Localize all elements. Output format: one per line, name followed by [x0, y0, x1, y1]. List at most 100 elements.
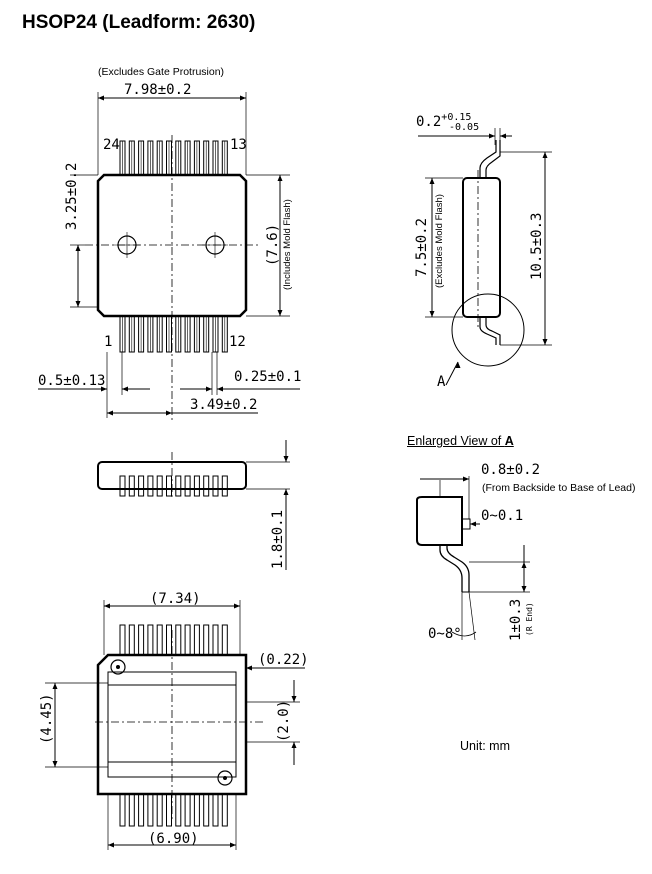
lead-thickness-minus: -0.05	[449, 122, 480, 133]
arrowhead	[283, 456, 289, 462]
bottom-view-bottom-lead	[156, 793, 163, 827]
side-lead-bot	[479, 317, 497, 345]
bottom-view-bottom-lead	[184, 793, 191, 827]
enlarged-view-title: Enlarged View of A	[407, 434, 514, 448]
arrowhead	[52, 683, 58, 689]
lead-length-dim: 1±0.3	[508, 598, 524, 641]
enlarged-lead-a	[439, 545, 463, 592]
body-76-dim: (7.6)	[265, 223, 281, 266]
arrowhead	[470, 521, 476, 527]
front-lead	[166, 475, 172, 497]
total-width-dim: 10.5±0.3	[529, 212, 545, 280]
arrowhead	[521, 562, 527, 568]
detail-a-circle	[451, 293, 525, 367]
arrowhead	[52, 761, 58, 767]
bottom-690-dim: (6.90)	[148, 831, 199, 847]
arrowhead	[542, 152, 548, 158]
front-lead	[184, 475, 191, 497]
enlarged-lead-b	[446, 545, 470, 592]
arrowhead	[104, 603, 110, 609]
arrowhead	[429, 178, 435, 184]
front-lead	[203, 475, 210, 497]
side-mold-note: (Excludes Mold Flash)	[434, 194, 445, 288]
bottom-view-top-lead	[138, 624, 145, 656]
arrowhead	[277, 310, 283, 316]
enlarged-08-dim: 0.8±0.2	[481, 462, 541, 478]
side-body	[462, 177, 501, 318]
bottom-view-top-lead	[221, 624, 228, 656]
arrowhead	[217, 386, 223, 392]
enlarged-body	[416, 496, 463, 546]
gate-protrusion-note: (Excludes Gate Protrusion)	[98, 66, 225, 78]
arrowhead	[277, 175, 283, 181]
enlarged-title-prefix: Enlarged View of	[407, 434, 505, 448]
front-lead	[119, 475, 126, 497]
bottom-view-top-lead	[212, 624, 219, 656]
arrowhead	[500, 133, 506, 139]
arrowhead	[521, 586, 527, 592]
lead-thickness-plus: +0.15	[441, 112, 472, 123]
side-body-dim: 7.5±0.2	[414, 217, 430, 277]
pin-13-label: 13	[230, 137, 247, 153]
arrowhead	[101, 386, 107, 392]
bottom-view-bottom-lead	[203, 793, 210, 827]
bottom-view-top-lead	[184, 624, 191, 656]
inner-20-dim: (2.0)	[276, 699, 292, 742]
bottom-view-top-lead	[175, 624, 182, 656]
bottom-view-top-lead	[147, 624, 154, 656]
bottom-top-dim: (7.34)	[150, 591, 201, 607]
arrowhead	[246, 665, 252, 671]
pin-24-label: 24	[103, 137, 120, 153]
mold-flash-note: (Includes Mold Flash)	[282, 199, 293, 290]
bottom-view-top-lead	[193, 624, 200, 656]
arrowhead	[108, 842, 114, 848]
lead-thickness-base: 0.2	[416, 114, 442, 130]
bottom-pad	[107, 671, 237, 778]
arrowhead	[542, 339, 548, 345]
arrowhead	[463, 476, 469, 482]
backside-note: (From Backside to Base of Lead)	[482, 482, 636, 494]
pad-445-dim: (4.45)	[39, 693, 55, 744]
arrowhead	[166, 410, 172, 416]
enlarged-tab	[461, 518, 471, 530]
enlarged-title-a: A	[504, 434, 514, 448]
bottom-offset-dim: (0.22)	[258, 652, 309, 668]
top-width-dim: 7.98±0.2	[124, 82, 192, 98]
front-lead	[193, 475, 200, 497]
bottom-view-top-lead	[128, 624, 135, 656]
lead-width-dim: 0.5±0.13	[38, 373, 106, 389]
unit-note: Unit: mm	[460, 739, 510, 753]
bottom-view-bottom-lead	[166, 793, 172, 827]
arrowhead	[283, 489, 289, 495]
arrowhead	[122, 386, 128, 392]
front-lead	[138, 475, 145, 497]
arrowhead	[291, 742, 297, 748]
bottom-view-top-lead	[119, 624, 126, 656]
package-height-dim: 1.8±0.1	[270, 509, 286, 569]
bottom-body	[96, 653, 248, 796]
angle-arc	[451, 631, 477, 637]
bottom-view-top-lead	[166, 624, 172, 656]
front-lead	[221, 475, 228, 497]
arrowhead	[489, 133, 495, 139]
arrowhead	[234, 603, 240, 609]
side-lead-top2	[485, 140, 501, 178]
front-lead	[156, 475, 163, 497]
bottom-view-top-lead	[156, 624, 163, 656]
lead-angle-dim: 0~8°	[428, 626, 462, 642]
ext-line	[468, 591, 476, 641]
arrowhead	[230, 842, 236, 848]
front-lead	[147, 475, 154, 497]
front-lead	[128, 475, 135, 497]
pin-1-label: 1	[104, 334, 113, 350]
bottom-view-top-lead	[203, 624, 210, 656]
front-lead	[175, 475, 182, 497]
arrowhead	[240, 95, 246, 101]
bottom-view-bottom-lead	[138, 793, 145, 827]
arrowhead	[291, 696, 297, 702]
bottom-view-bottom-lead	[212, 793, 219, 827]
arrowhead	[98, 95, 104, 101]
side-lead-bot2	[485, 317, 501, 345]
lead-thickness-dim: 0.2+0.15	[416, 112, 471, 130]
